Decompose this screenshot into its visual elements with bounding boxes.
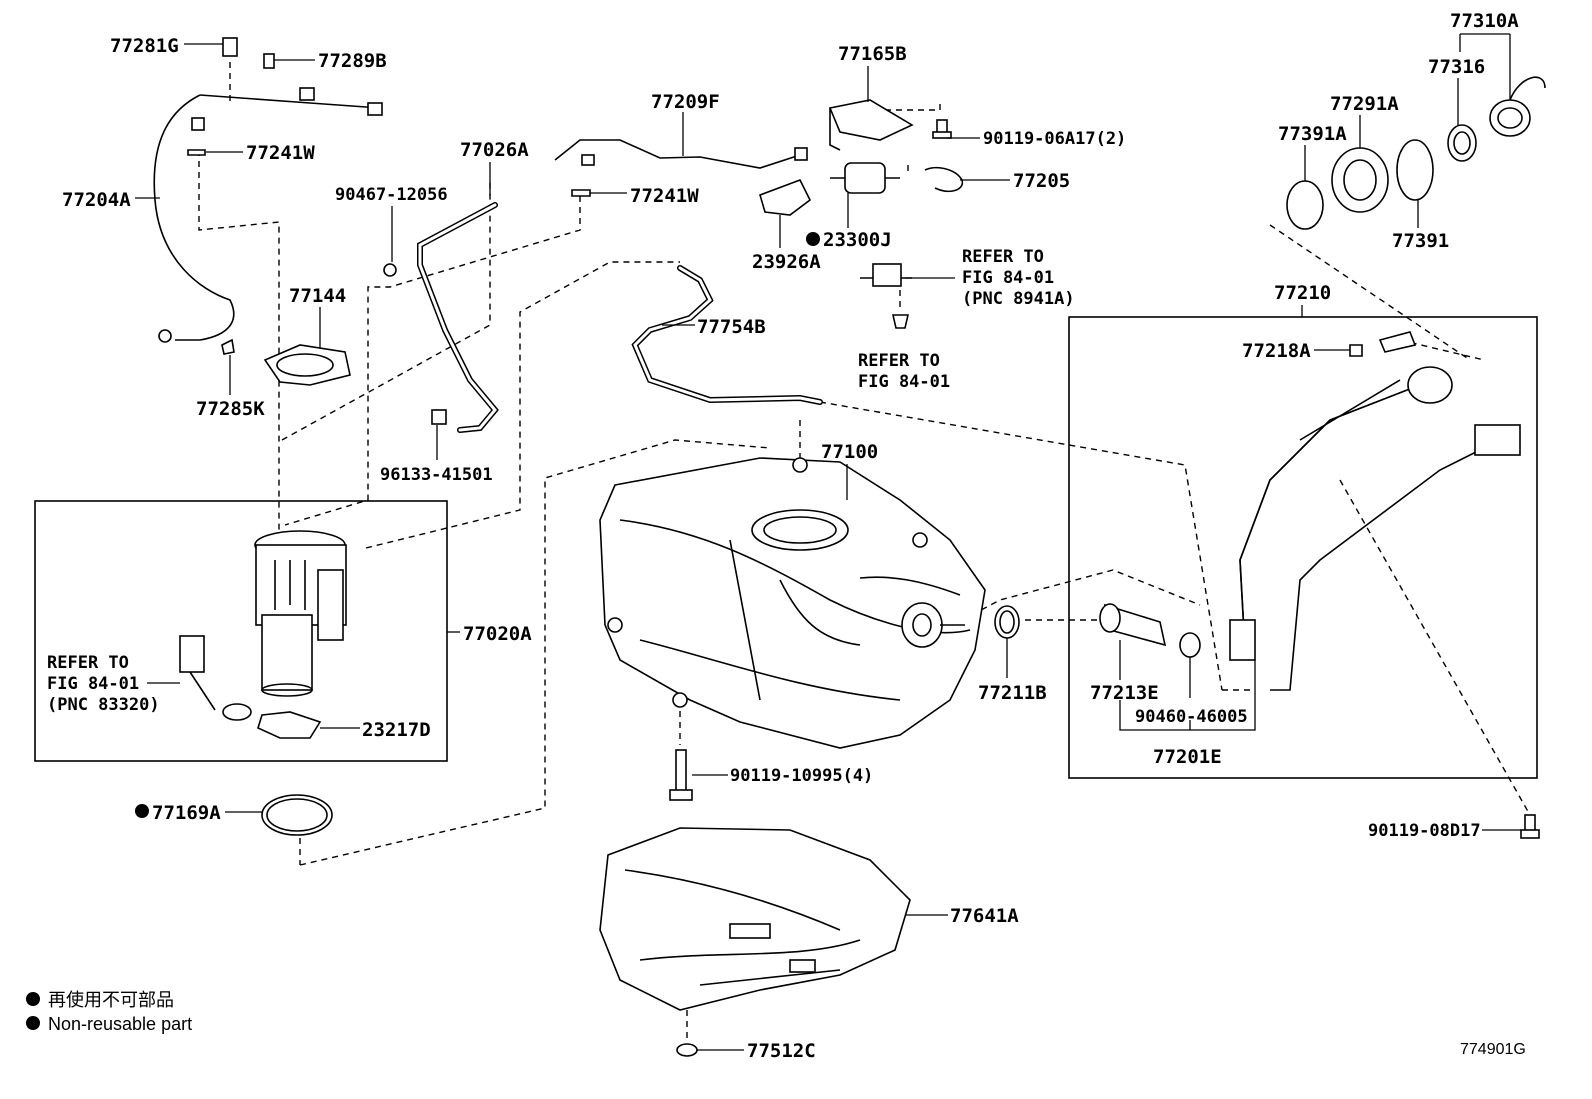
- svg-text:(PNC 83320): (PNC 83320): [47, 695, 160, 715]
- label-77169a: 77169A: [152, 802, 221, 824]
- bracket-77218a: [1378, 331, 1417, 353]
- leader-lines: [135, 33, 1521, 1051]
- fuel-pump-module: [254, 530, 347, 697]
- clip-77241w-a: [187, 149, 206, 156]
- svg-text:REFER TO: REFER TO: [962, 247, 1044, 267]
- hose-77205: [924, 166, 964, 192]
- non-reusable-mark-23300j: [806, 232, 820, 246]
- wire-harness: [153, 87, 383, 343]
- label-77100: 77100: [821, 441, 878, 463]
- label-77241w-a: 77241W: [246, 142, 315, 164]
- label-77204a: 77204A: [62, 189, 131, 211]
- label-90119-08d17: 90119-08D17: [1368, 821, 1481, 841]
- fuel-pump-assembly-box: [34, 500, 448, 762]
- label-77512c: 77512C: [747, 1040, 816, 1062]
- refer-note-fig-84-01: REFER TO FIG 84-01: [858, 351, 950, 392]
- legend-bullet-en: [26, 1016, 40, 1030]
- label-77165b: 77165B: [838, 43, 907, 65]
- svg-text:FIG 84-01: FIG 84-01: [962, 268, 1054, 288]
- label-77205: 77205: [1013, 170, 1070, 192]
- legend-en-text: Non-reusable part: [48, 1014, 192, 1034]
- label-77391: 77391: [1392, 230, 1449, 252]
- label-90119-06a17: 90119-06A17(2): [983, 129, 1126, 149]
- label-77213e: 77213E: [1090, 682, 1159, 704]
- fuel-tank: [599, 457, 986, 749]
- label-23300j: 23300J: [823, 229, 892, 251]
- clamp-90460: [1179, 632, 1201, 658]
- refer-note-pnc-8941a: REFER TO FIG 84-01 (PNC 8941A): [962, 247, 1075, 309]
- filler-neck-seat-77291a: [1331, 147, 1389, 213]
- legend: 再使用不可部品 Non-reusable part: [26, 990, 192, 1034]
- label-77310a: 77310A: [1450, 10, 1519, 32]
- gasket-77391a: [1286, 180, 1324, 230]
- label-77289b: 77289B: [318, 50, 387, 72]
- legend-jp-text: 再使用不可部品: [48, 990, 174, 1010]
- label-90119-10995: 90119-10995(4): [730, 766, 873, 786]
- clip-77285k: [221, 338, 235, 355]
- svg-text:(PNC 8941A): (PNC 8941A): [962, 289, 1075, 309]
- fuel-cap-assembly: [1447, 76, 1546, 162]
- bolt-90119-10995: [669, 749, 693, 801]
- svg-text:FIG 84-01: FIG 84-01: [858, 372, 950, 392]
- svg-text:REFER TO: REFER TO: [858, 351, 940, 371]
- filler-pipe: [1229, 366, 1521, 691]
- fuel-filter: [830, 162, 900, 194]
- label-77211b: 77211B: [978, 682, 1047, 704]
- label-77144: 77144: [289, 285, 346, 307]
- assembly-dashed-lines: [198, 62, 1531, 1040]
- clamp-77289b: [263, 53, 275, 69]
- gasket-77391: [1396, 139, 1434, 201]
- label-77281g: 77281G: [110, 35, 179, 57]
- label-77201e: 77201E: [1153, 746, 1222, 768]
- bolt-90119-08d17: [1520, 814, 1540, 839]
- label-96133-41501: 96133-41501: [380, 465, 493, 485]
- hose-77754b: [631, 265, 823, 405]
- plug-77512c: [676, 1043, 698, 1057]
- label-77020a: 77020A: [463, 623, 532, 645]
- label-23926a: 23926A: [752, 251, 821, 273]
- label-77754b: 77754B: [697, 316, 766, 338]
- label-23217d: 23217D: [362, 719, 431, 741]
- clamp-90467: [383, 263, 397, 277]
- tank-protector: [599, 827, 911, 1011]
- label-77026a: 77026A: [460, 139, 529, 161]
- filler-pipe-assembly-box: [1068, 316, 1538, 779]
- bolt-90119-06a17: [932, 119, 952, 139]
- retainer-gasket-77144: [263, 344, 351, 386]
- fuel-level-sender: [179, 635, 252, 721]
- tube-77209f: [554, 139, 808, 169]
- vsv-valve: [860, 263, 912, 287]
- label-77209f: 77209F: [651, 91, 720, 113]
- legend-bullet-jp: [26, 992, 40, 1006]
- label-77291a: 77291A: [1330, 93, 1399, 115]
- label-77241w-b: 77241W: [630, 185, 699, 207]
- label-77218a: 77218A: [1242, 340, 1311, 362]
- svg-text:FIG 84-01: FIG 84-01: [47, 674, 139, 694]
- hose-77213e: [1099, 603, 1167, 647]
- diagram-code: 774901G: [1460, 1041, 1526, 1058]
- label-77285k: 77285K: [196, 398, 265, 420]
- pump-gasket: [257, 711, 322, 739]
- non-reusable-mark-77169a: [135, 804, 149, 818]
- bracket-77165b: [828, 99, 914, 151]
- label-90460-46005: 90460-46005: [1135, 707, 1248, 727]
- clamp-77281g: [222, 37, 238, 57]
- o-ring: [261, 794, 333, 836]
- filter-bracket-23926a: [759, 178, 812, 216]
- label-77210: 77210: [1274, 282, 1331, 304]
- hose-77026a: [417, 202, 499, 433]
- grommet: [891, 314, 910, 329]
- label-77641a: 77641A: [950, 905, 1019, 927]
- refer-note-pnc-83320: REFER TO FIG 84-01 (PNC 83320): [47, 653, 160, 715]
- label-77316: 77316: [1428, 56, 1485, 78]
- clip-77218a: [1349, 344, 1363, 357]
- label-90467-12056: 90467-12056: [335, 185, 448, 205]
- clip-77241w-b: [571, 189, 591, 197]
- svg-text:REFER TO: REFER TO: [47, 653, 129, 673]
- label-77391a: 77391A: [1278, 123, 1347, 145]
